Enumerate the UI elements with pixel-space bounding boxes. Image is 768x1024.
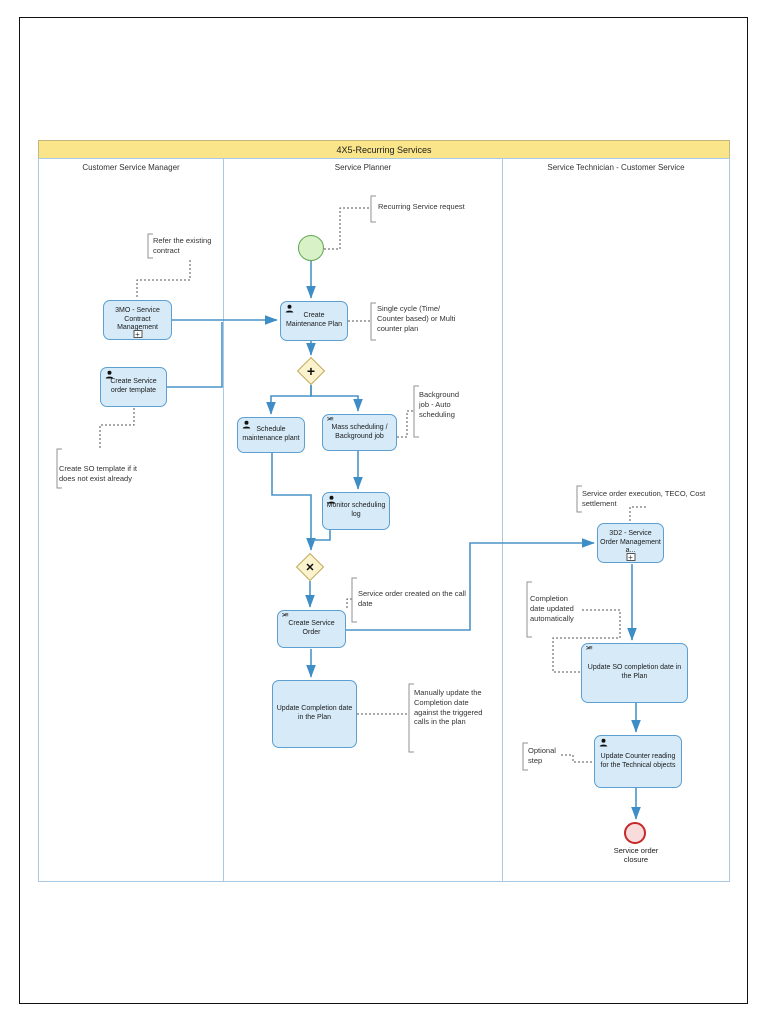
flow-schedule-to-xgw bbox=[271, 453, 316, 551]
task-monitor-scheduling-log[interactable]: Monitor scheduling log bbox=[322, 492, 390, 530]
task-label: 3D2 - Service Order Management a... bbox=[600, 529, 661, 555]
task-label: Schedule maintenance plant bbox=[242, 426, 300, 442]
exclusive-gateway-icon: ✕ bbox=[305, 561, 315, 574]
lane-label: Customer Service Manager bbox=[82, 163, 180, 172]
task-label: Monitor scheduling log bbox=[326, 502, 386, 518]
task-create-maintenance-plan[interactable]: Create Maintenance Plan bbox=[280, 301, 348, 341]
annotation-create-so-template: Create SO template if it does not exist … bbox=[59, 464, 137, 483]
page-border bbox=[19, 17, 748, 1004]
annotation-single-cycle: Single cycle (Time/ Counter based) or Mu… bbox=[377, 304, 456, 333]
bracket-refer bbox=[147, 233, 153, 259]
flow-gw-to-mass bbox=[310, 385, 363, 412]
link-refer-3mo bbox=[136, 260, 191, 299]
script-task-icon: >≡ bbox=[282, 612, 289, 619]
task-mass-scheduling[interactable]: >≡ Mass scheduling / Background job bbox=[322, 414, 397, 451]
subprocess-plus-icon: + bbox=[133, 330, 142, 339]
bracket-completion-auto bbox=[526, 581, 532, 638]
annotation-completion-auto: Completion date updated automatically bbox=[530, 594, 574, 623]
link-mass-background bbox=[397, 410, 414, 438]
task-label: Create Maintenance Plan bbox=[285, 312, 343, 328]
subprocess-plus-icon: + bbox=[626, 553, 635, 562]
flow-gw-to-schedule bbox=[266, 385, 312, 415]
task-create-service-order-template[interactable]: Create Service order template bbox=[100, 367, 167, 407]
start-event[interactable] bbox=[298, 235, 324, 261]
annotation-so-created: Service order created on the call date bbox=[358, 589, 466, 608]
annotation-so-execution: Service order execution, TECO, Cost sett… bbox=[582, 489, 706, 508]
lane-label: Service Planner bbox=[334, 163, 392, 172]
task-label: Update Counter reading for the Technical… bbox=[600, 752, 676, 769]
user-icon bbox=[105, 370, 114, 379]
task-3d2-service-order-management[interactable]: 3D2 - Service Order Management a... + bbox=[597, 523, 664, 563]
flow-monitor-to-xgw bbox=[312, 530, 331, 541]
annotation-optional-step: Optional step bbox=[528, 746, 556, 765]
pool-title: 4X5-Recurring Services bbox=[336, 144, 432, 155]
end-event[interactable] bbox=[624, 822, 646, 844]
annotation-refer-contract: Refer the existing contract bbox=[153, 236, 212, 255]
task-label: Mass scheduling / Background job bbox=[331, 423, 388, 440]
bracket-so-created bbox=[351, 577, 357, 623]
user-icon bbox=[285, 304, 294, 313]
task-label: Create Service order template bbox=[110, 378, 157, 394]
task-label: Update Completion date in the Plan bbox=[276, 705, 353, 721]
parallel-gateway-icon: + bbox=[306, 363, 316, 379]
task-update-completion-date[interactable]: Update Completion date in the Plan bbox=[272, 680, 357, 748]
link-socreated-cso bbox=[346, 598, 352, 609]
parallel-gateway[interactable]: + bbox=[296, 356, 326, 386]
bracket-single-cycle bbox=[370, 302, 376, 341]
lane-service-technician: Service Technician - Customer Service bbox=[502, 158, 730, 882]
exclusive-gateway[interactable]: ✕ bbox=[295, 552, 325, 582]
bracket-so-exec bbox=[576, 485, 582, 513]
task-3mo-service-contract[interactable]: 3MO - Service Contract Management + bbox=[103, 300, 172, 340]
task-update-counter-reading[interactable]: Update Counter reading for the Technical… bbox=[594, 735, 682, 788]
bracket-background bbox=[413, 385, 419, 438]
lane-label: Service Technician - Customer Service bbox=[547, 163, 685, 172]
end-event-label: Service order closure bbox=[613, 846, 659, 864]
user-icon bbox=[599, 738, 608, 747]
user-icon bbox=[327, 495, 336, 504]
task-label: Update SO completion date in the Plan bbox=[587, 664, 682, 680]
task-label: Create Service Order bbox=[288, 620, 335, 636]
task-update-so-completion-date[interactable]: >≡ Update SO completion date in the Plan bbox=[581, 643, 688, 703]
task-create-service-order[interactable]: >≡ Create Service Order bbox=[277, 610, 346, 648]
bracket-create-so bbox=[56, 448, 62, 489]
script-task-icon: >≡ bbox=[586, 645, 593, 652]
annotation-recurring-request: Recurring Service request bbox=[378, 202, 465, 211]
task-label: 3MO - Service Contract Management bbox=[115, 306, 160, 332]
link-template-note bbox=[99, 408, 135, 450]
bracket-manually bbox=[408, 683, 414, 753]
script-task-icon: >≡ bbox=[327, 416, 334, 423]
user-icon bbox=[242, 420, 251, 429]
task-schedule-maintenance-plant[interactable]: Schedule maintenance plant bbox=[237, 417, 305, 453]
bracket-recurring bbox=[370, 195, 376, 223]
annotation-background-job: Background job - Auto scheduling bbox=[419, 390, 460, 419]
annotation-manually-update: Manually update the Completion date agai… bbox=[414, 688, 483, 727]
flow-cso-to-3d2 bbox=[346, 538, 595, 631]
link-optional-counter bbox=[561, 754, 592, 763]
link-start-recurring bbox=[324, 207, 371, 250]
link-soexec-3d2 bbox=[629, 506, 646, 521]
bracket-optional bbox=[522, 742, 528, 771]
flow-template-join bbox=[167, 322, 223, 388]
